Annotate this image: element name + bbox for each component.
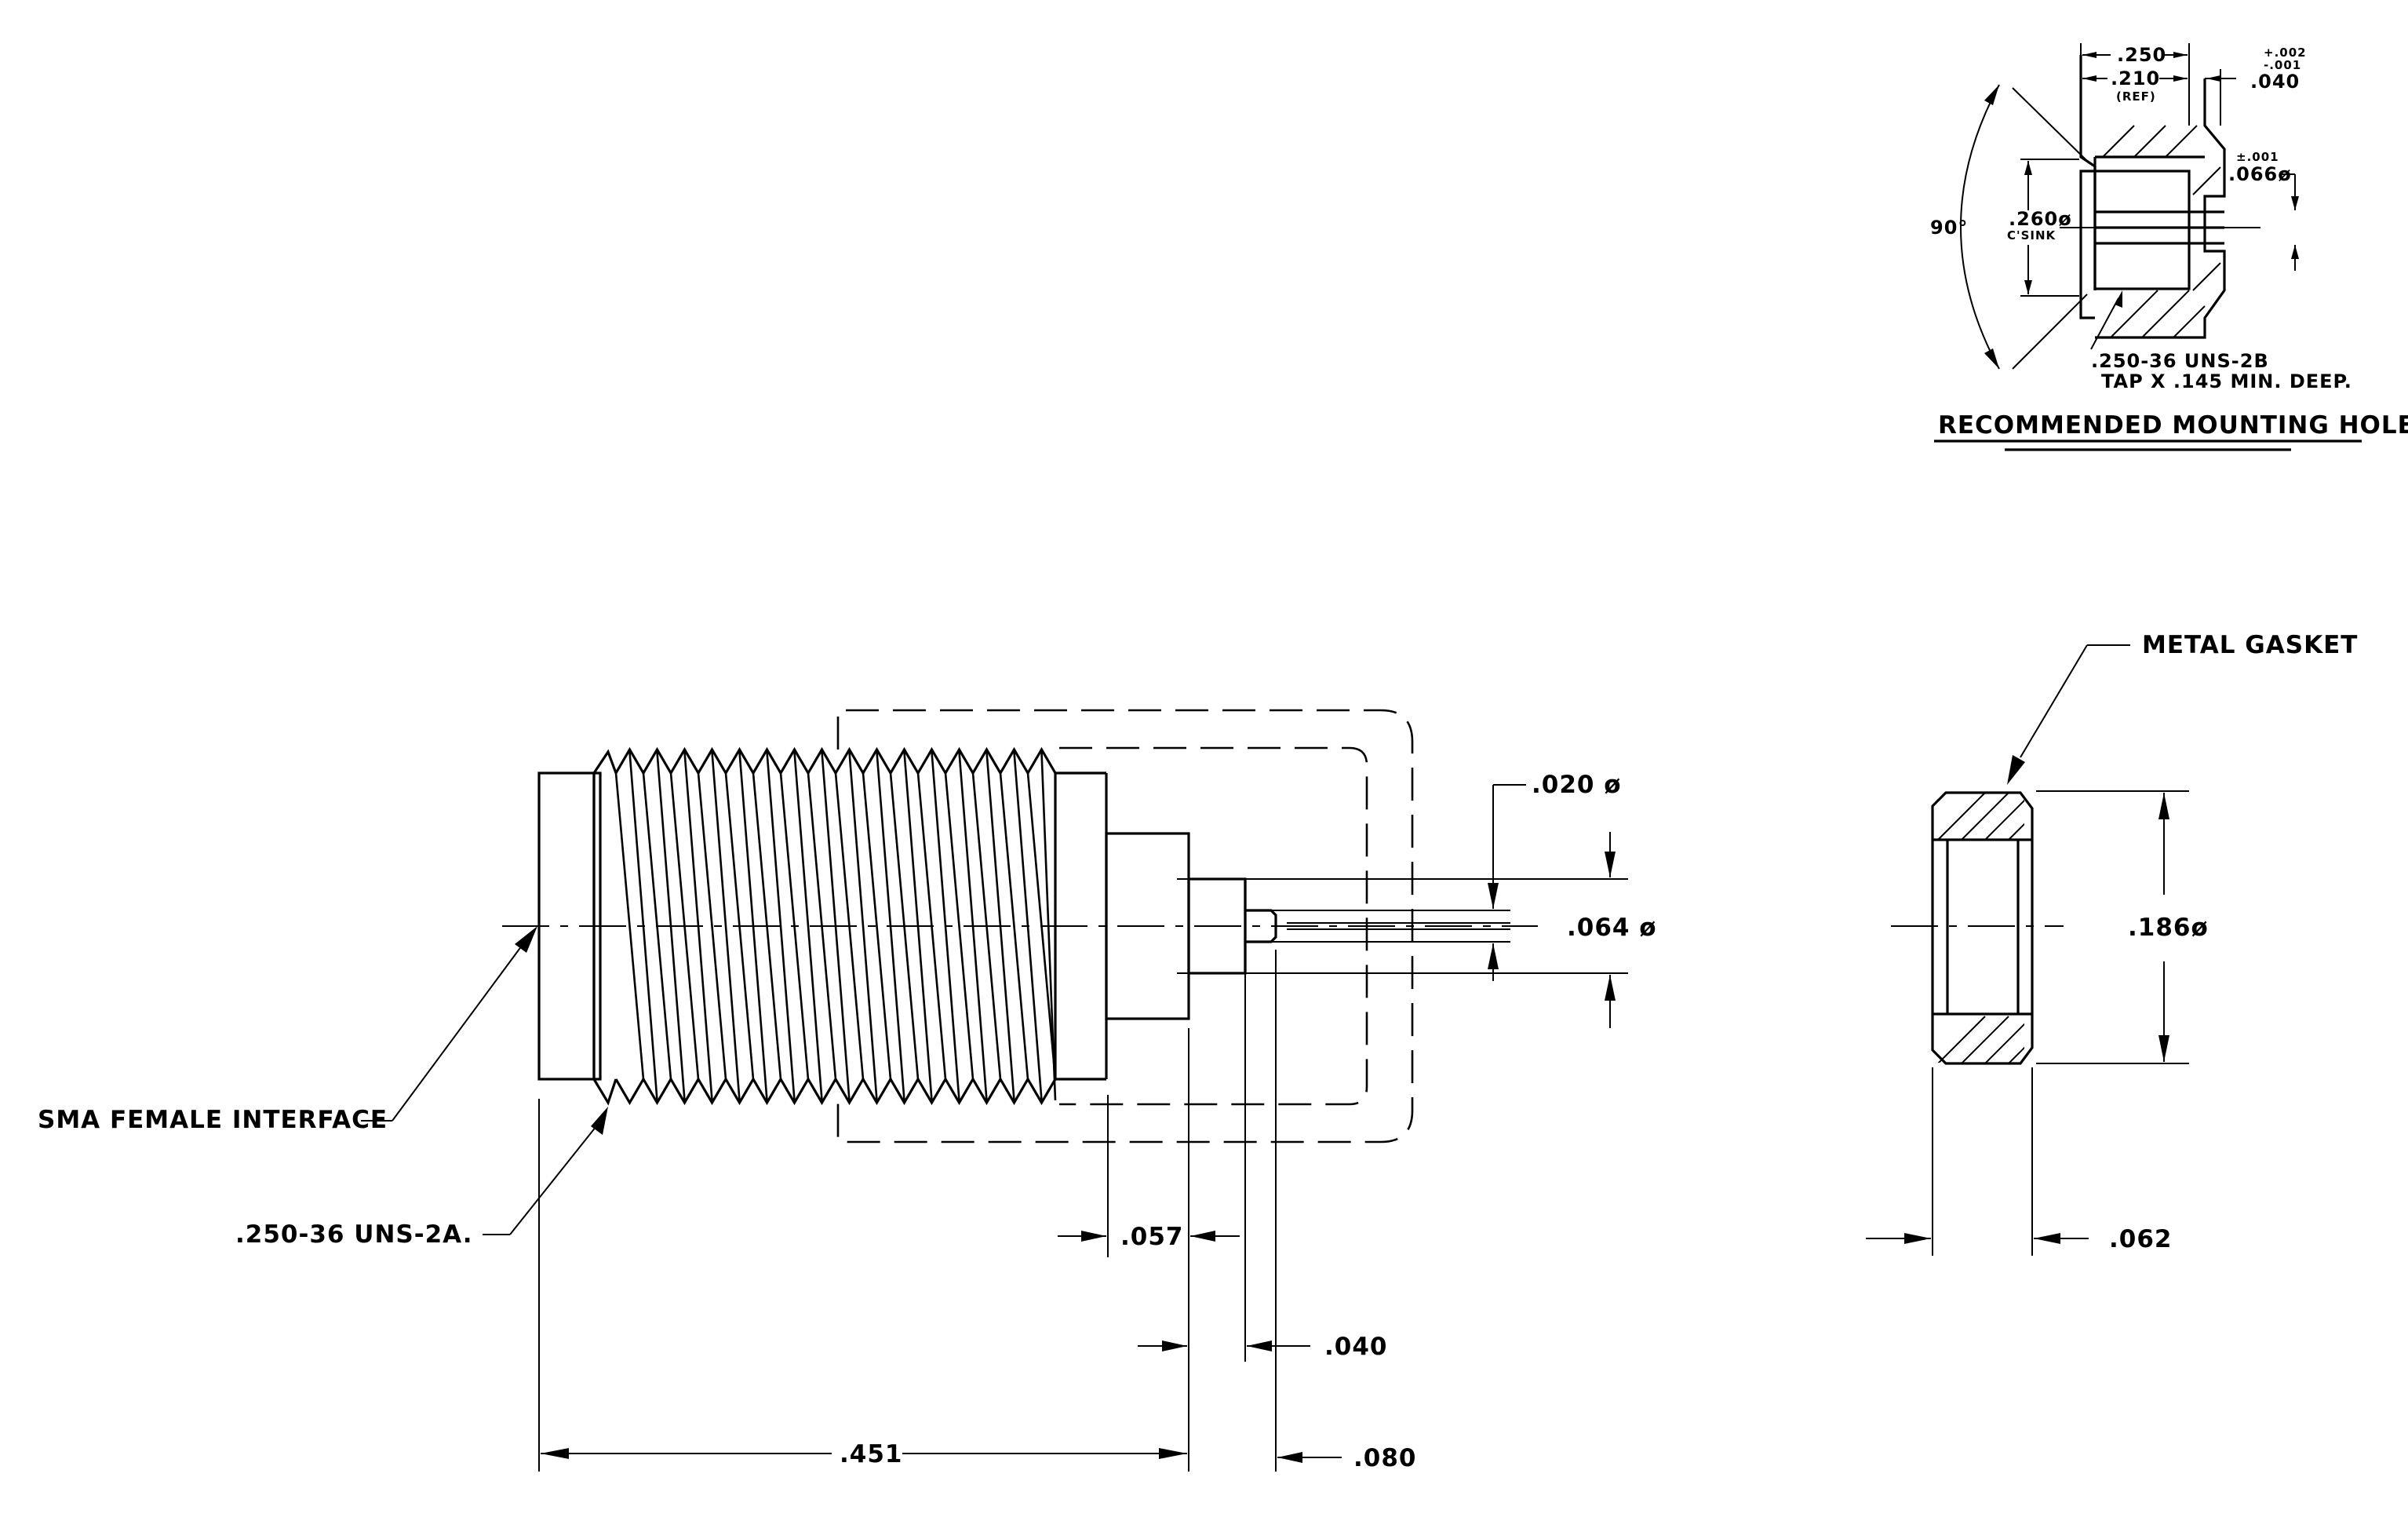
mating-envelope-outer bbox=[836, 709, 1414, 1143]
tapped-hole bbox=[2093, 170, 2191, 290]
dim-020-diameter: .020 ø bbox=[1488, 771, 1622, 981]
gasket-view: .186ø .062 METAL GASKET bbox=[1866, 631, 2358, 1256]
dim-057-label: .057 bbox=[1120, 1223, 1184, 1251]
mount-thread-line1: .250-36 UNS-2B bbox=[2091, 350, 2269, 372]
threaded-body bbox=[592, 746, 1108, 1106]
mounting-hatch bbox=[2102, 125, 2221, 338]
mount-dim-250-label: .250 bbox=[2117, 44, 2166, 66]
dim-064-diameter: .064 ø bbox=[1567, 832, 1657, 1028]
gasket-outline bbox=[1931, 791, 2034, 1065]
dim-451-label: .451 bbox=[840, 1440, 903, 1468]
sma-interface-leader: SMA FEMALE INTERFACE bbox=[38, 926, 537, 1134]
thread-leader: .250-36 UNS-2A. bbox=[235, 1107, 608, 1249]
mount-thread-line2: TAP X .145 MIN. DEEP. bbox=[2101, 370, 2352, 392]
mount-tol-plus: +.002 bbox=[2264, 46, 2307, 60]
mount-tol-minus: -.001 bbox=[2264, 58, 2301, 72]
dim-057: .057 bbox=[1058, 1223, 1240, 1251]
mount-title: RECOMMENDED MOUNTING HOLE bbox=[1938, 411, 2408, 440]
mount-dim-040-label: .040 bbox=[2250, 71, 2300, 93]
dim-080-label: .080 bbox=[1353, 1444, 1417, 1472]
sma-interface-label: SMA FEMALE INTERFACE bbox=[38, 1106, 388, 1134]
mount-dim-260-label: .260ø bbox=[2009, 208, 2072, 230]
mount-angle-label: 90° bbox=[1930, 217, 1968, 239]
mount-dim-210-note: (REF) bbox=[2116, 89, 2156, 104]
mount-dim-260-note: C'SINK bbox=[2007, 228, 2056, 243]
mounting-hole-detail: .250 .210 (REF) +.002 -.001 .040 ±.001 .… bbox=[1930, 43, 2408, 451]
dim-451: .451 bbox=[541, 1440, 1187, 1468]
mount-tol-pm: ±.001 bbox=[2236, 150, 2279, 164]
mating-envelope-inner bbox=[1059, 746, 1368, 1106]
dim-040: .040 bbox=[1138, 1333, 1388, 1361]
gasket-thickness-label: .062 bbox=[2109, 1225, 2173, 1253]
gasket-hatch-top bbox=[1937, 792, 2024, 841]
dim-080: .080 bbox=[1277, 1444, 1417, 1472]
dim-064-label: .064 ø bbox=[1567, 914, 1657, 942]
thread-spec-label: .250-36 UNS-2A. bbox=[235, 1220, 473, 1249]
gasket-diameter-label: .186ø bbox=[2128, 914, 2209, 942]
dim-040-label: .040 bbox=[1324, 1333, 1388, 1361]
connector-side-view bbox=[502, 709, 1628, 1143]
gasket-hatch-bottom bbox=[1937, 1016, 2024, 1063]
gasket-label: METAL GASKET bbox=[2142, 631, 2358, 659]
sma-interface-step bbox=[592, 771, 602, 1081]
dim-020-label: .020 ø bbox=[1532, 771, 1622, 799]
mount-dim-210-label: .210 bbox=[2111, 67, 2160, 89]
mount-dim-066-label: .066ø bbox=[2228, 163, 2292, 185]
